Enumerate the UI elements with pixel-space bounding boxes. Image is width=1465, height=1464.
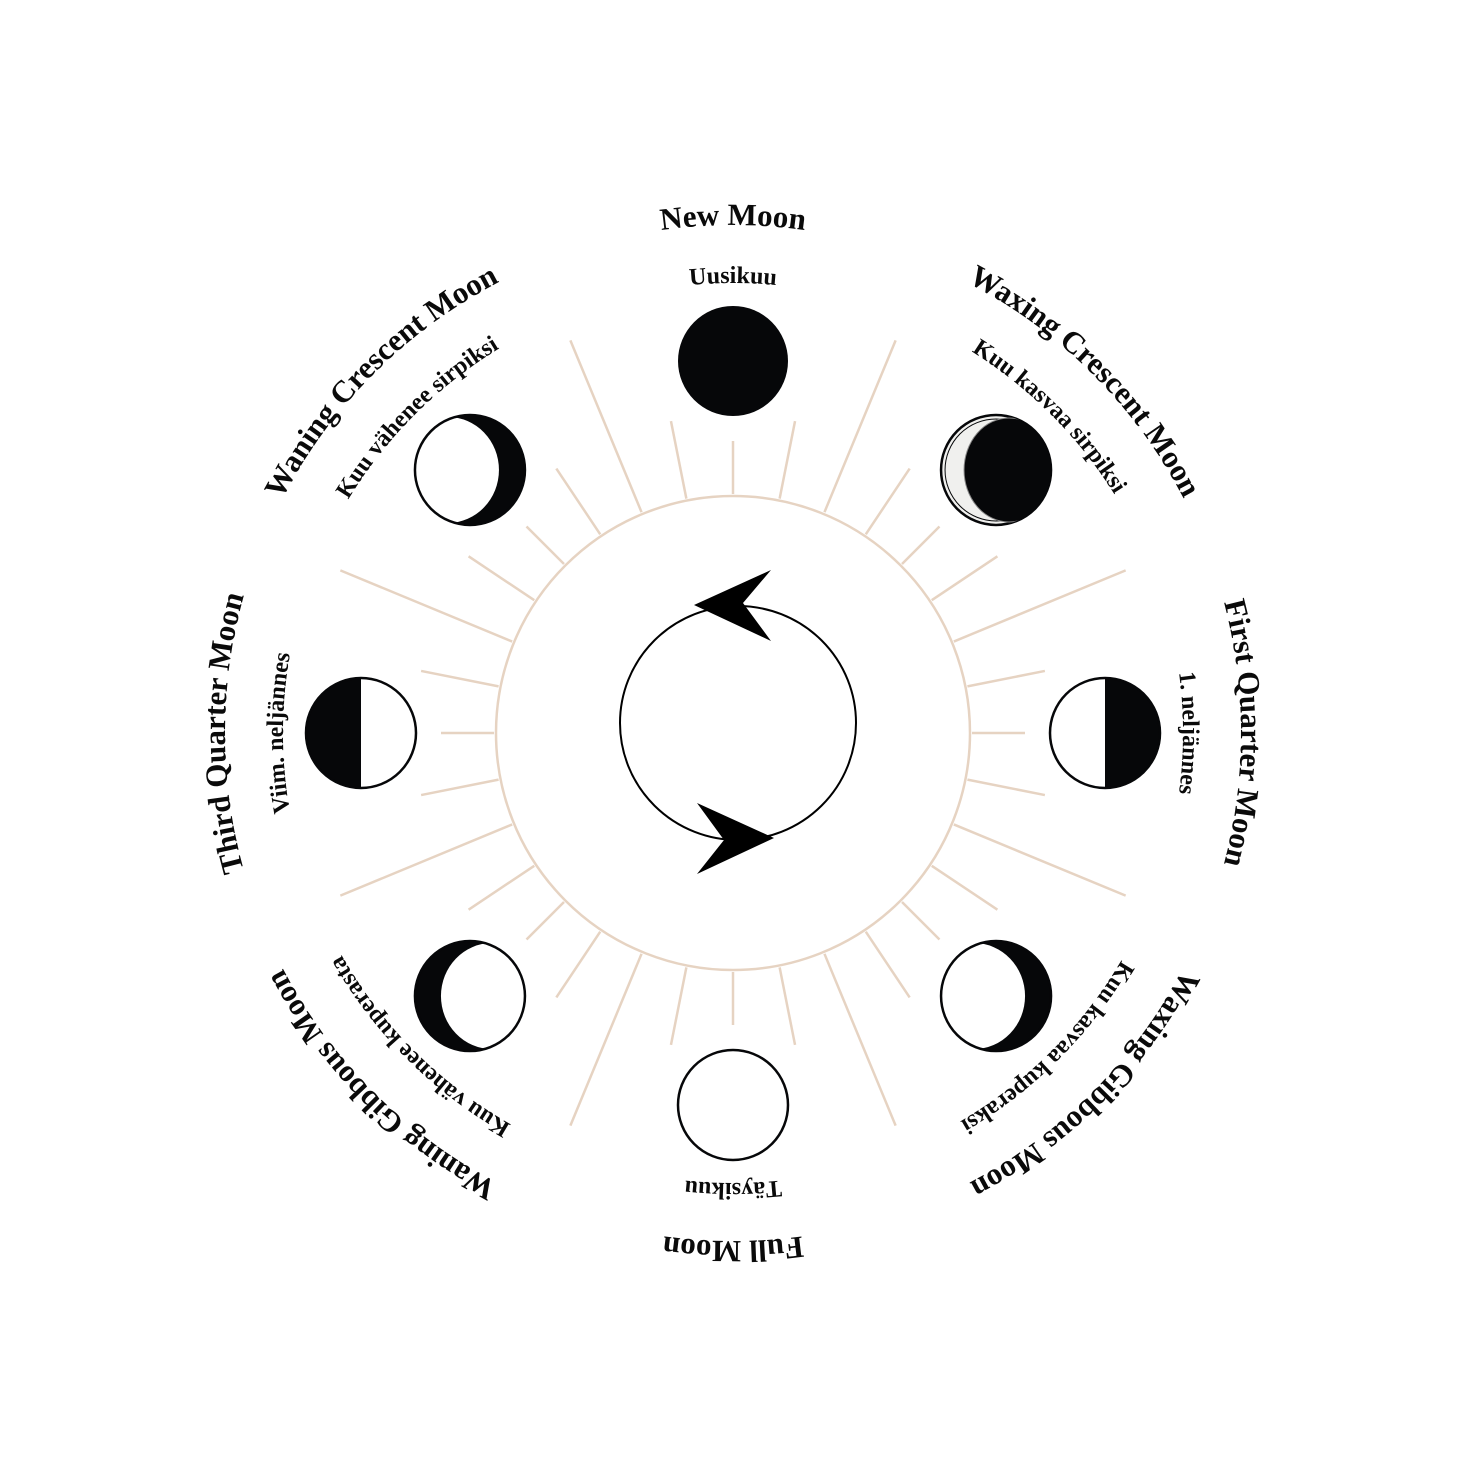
inner-circle	[494, 494, 972, 972]
moon-new-icon	[678, 306, 788, 416]
ray	[953, 569, 1127, 643]
phase-label-fi: Viim. neljännes	[263, 650, 296, 815]
svg-text:Viim. neljännes: Viim. neljännes	[263, 650, 296, 815]
ray	[967, 778, 1046, 797]
moon-gibbous-right-dark-icon	[939, 939, 1053, 1053]
ray	[339, 823, 513, 897]
svg-text:Uusikuu: Uusikuu	[688, 263, 778, 291]
sun-rays	[339, 339, 1127, 1127]
ray	[864, 467, 911, 535]
ray	[569, 953, 643, 1127]
ray	[823, 953, 897, 1127]
svg-text:First Quarter Moon: First Quarter Moon	[1217, 595, 1269, 870]
svg-text:New Moon: New Moon	[658, 197, 808, 237]
ray	[467, 864, 535, 911]
svg-text:Third Quarter Moon: Third Quarter Moon	[197, 588, 251, 877]
phase-label-fi: 1. neljännes	[1173, 670, 1203, 796]
ray	[864, 931, 911, 999]
moon-third-quarter-icon	[304, 676, 418, 790]
ray	[467, 555, 535, 602]
ray	[525, 901, 565, 941]
ray	[669, 967, 688, 1046]
ray	[778, 967, 797, 1046]
moon-full-icon	[676, 1048, 790, 1162]
svg-text:Full Moon: Full Moon	[661, 1229, 806, 1269]
phase-label-en: Third Quarter Moon	[197, 588, 251, 877]
ray	[778, 420, 797, 499]
ray	[901, 901, 941, 941]
moon-first-quarter-icon	[1048, 676, 1162, 790]
ray	[823, 339, 897, 513]
moon-gibbous-left-dark-icon	[413, 939, 527, 1053]
phase-label-en: New Moon	[658, 197, 808, 237]
phase-label-en: First Quarter Moon	[1217, 595, 1269, 870]
phase-label-fi: Täysikuu	[683, 1175, 783, 1204]
moon-gibbous-right-dark-icon	[413, 413, 527, 527]
ray	[525, 525, 565, 565]
ray	[339, 569, 513, 643]
cycle-arrows-icon	[619, 570, 857, 874]
ray	[569, 339, 643, 513]
ray	[931, 864, 999, 911]
phase-label-en: Full Moon	[661, 1229, 806, 1269]
ray	[669, 420, 688, 499]
ray	[420, 778, 499, 797]
moon-waxing-crescent-icon	[939, 413, 1053, 527]
ray	[901, 525, 941, 565]
moons	[304, 306, 1162, 1162]
phase-label-fi: Uusikuu	[688, 263, 778, 291]
ray	[555, 931, 602, 999]
ray	[931, 555, 999, 602]
ray	[967, 669, 1046, 688]
svg-text:1. neljännes: 1. neljännes	[1173, 670, 1203, 796]
svg-text:Täysikuu: Täysikuu	[683, 1175, 783, 1204]
ray	[555, 467, 602, 535]
ray	[420, 669, 499, 688]
ray	[953, 823, 1127, 897]
